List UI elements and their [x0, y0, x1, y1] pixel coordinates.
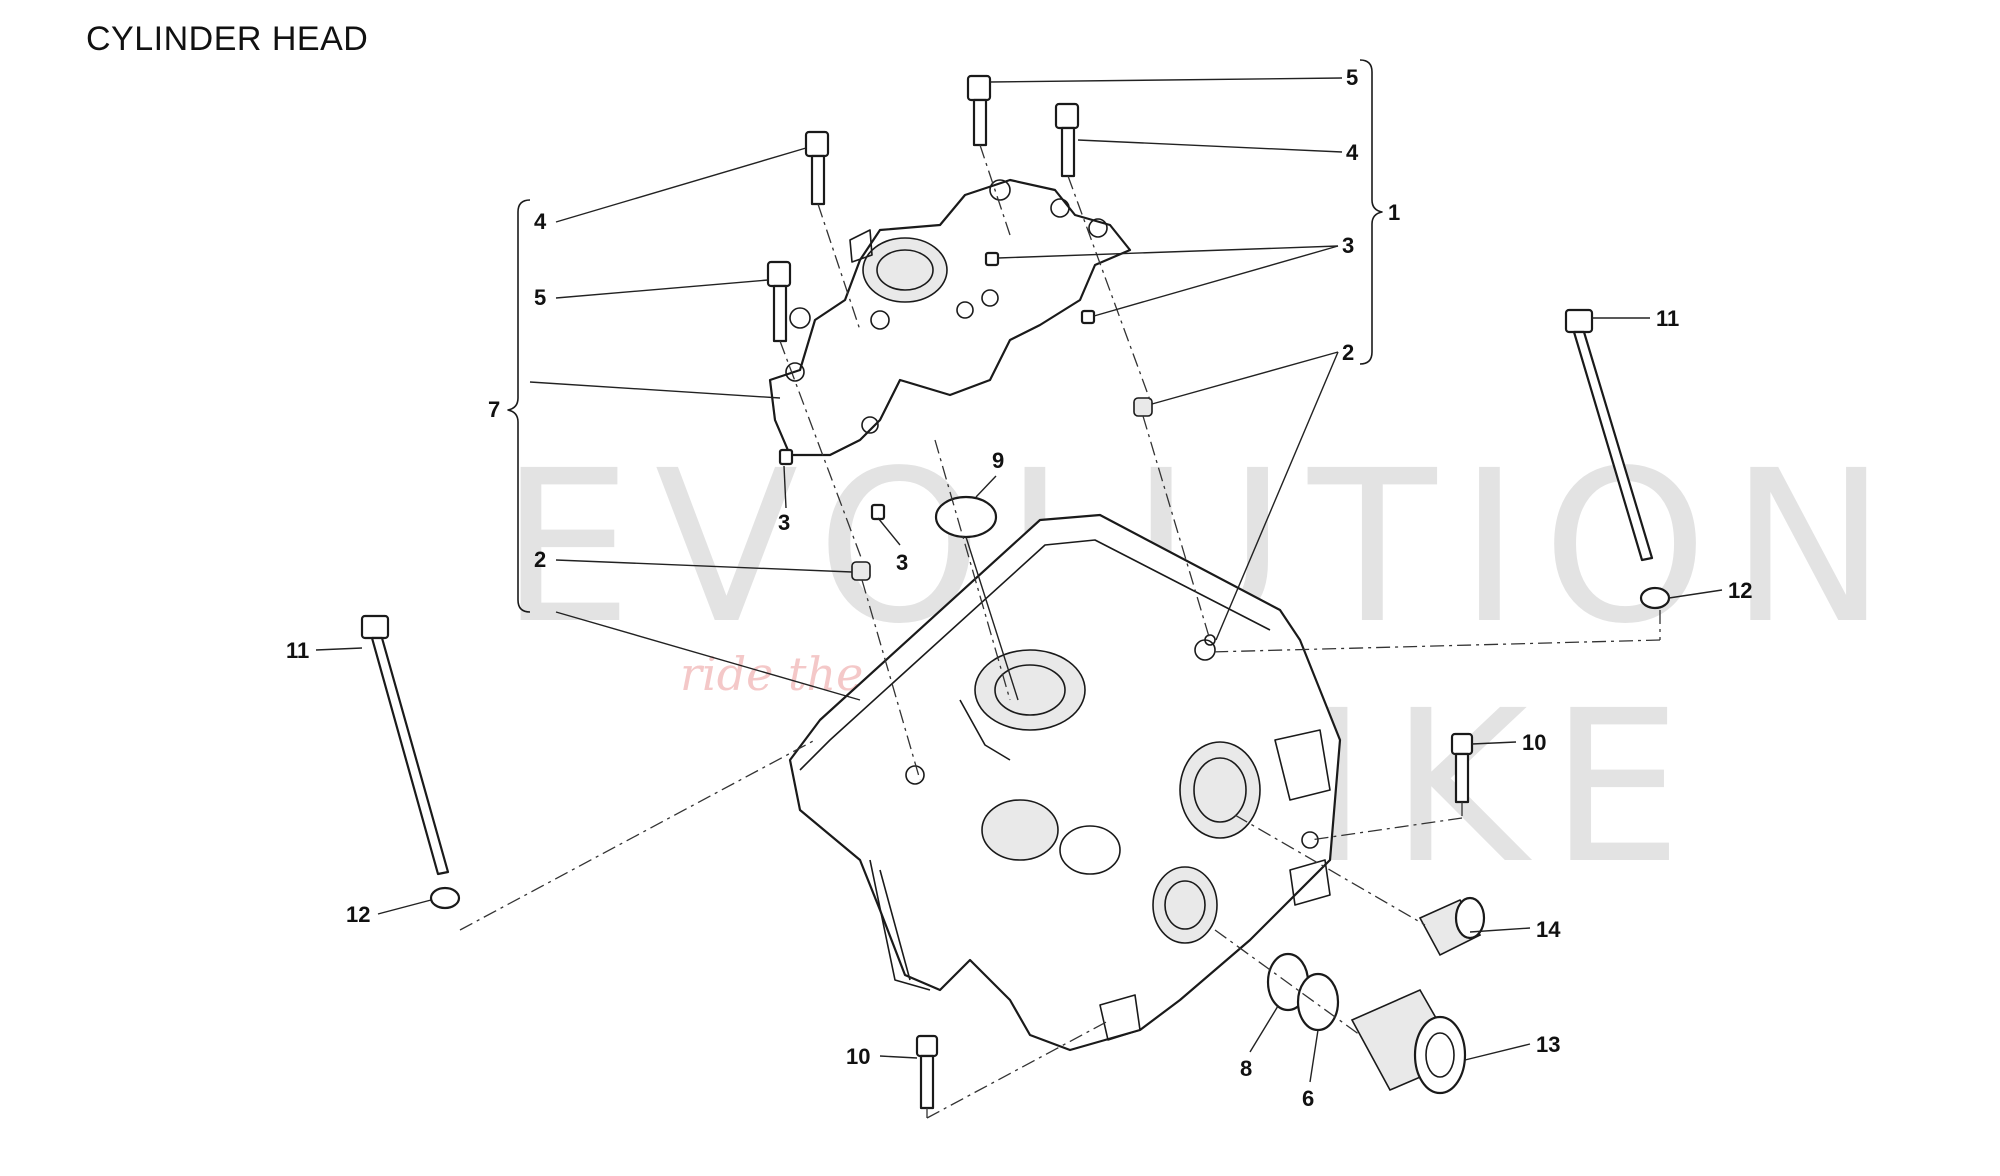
- stud-11-left: [360, 614, 450, 876]
- cam-bore-right: [1179, 741, 1261, 839]
- callout-12-left: 12: [346, 902, 370, 927]
- callout-12-right: 12: [1728, 578, 1752, 603]
- diagram-title: CYLINDER HEAD: [86, 20, 369, 58]
- callout-3-top-right: 3: [1342, 233, 1354, 258]
- callout-labels: 5 4 1 3 2 4 5 7 3 3 2 9 11 12 11 12 10 1…: [286, 65, 1752, 1111]
- leader-lines: [315, 77, 1723, 1083]
- cam-bore-lower: [1152, 866, 1218, 944]
- jet-3-c: [984, 251, 1000, 267]
- callout-9: 9: [992, 448, 1004, 473]
- callout-7: 7: [488, 397, 500, 422]
- o-ring-9: [934, 495, 998, 539]
- callout-10-right: 10: [1522, 730, 1546, 755]
- callout-4-left: 4: [534, 209, 547, 234]
- callout-11-left: 11: [286, 638, 309, 663]
- callout-3-left-b: 3: [896, 550, 908, 575]
- cylinder-head-body: [788, 513, 1342, 1052]
- callout-6: 6: [1302, 1086, 1314, 1111]
- callout-14: 14: [1536, 917, 1561, 942]
- intake-port: [974, 649, 1086, 731]
- jet-3-a: [778, 448, 794, 466]
- bolt-5-left: [766, 260, 792, 343]
- camshaft-carrier: [768, 178, 1132, 457]
- callout-2-left: 2: [534, 547, 546, 572]
- jet-3-d: [1080, 309, 1096, 325]
- callout-13: 13: [1536, 1032, 1560, 1057]
- callout-5-left: 5: [534, 285, 546, 310]
- callout-11-right: 11: [1656, 306, 1679, 331]
- callout-8: 8: [1240, 1056, 1252, 1081]
- ring-6: [1296, 972, 1340, 1032]
- callout-5-top: 5: [1346, 65, 1358, 90]
- bracket-right-group-1: [1359, 59, 1383, 365]
- washer-12-left: [429, 886, 461, 910]
- washer-12-right: [1639, 586, 1671, 610]
- cam-bore-left: [981, 799, 1059, 861]
- callout-1: 1: [1388, 200, 1400, 225]
- bolt-top-4-left: [804, 130, 830, 206]
- callout-3-left-a: 3: [778, 510, 790, 535]
- carrier-bearing-bore: [862, 237, 948, 303]
- assembly-lines: [459, 144, 1661, 1119]
- bracket-left-group-7: [507, 199, 531, 613]
- callout-2-right: 2: [1342, 340, 1354, 365]
- callout-4-top-right: 4: [1346, 140, 1359, 165]
- jet-3-b: [870, 503, 886, 521]
- bolt-10-right: [1450, 732, 1474, 804]
- bolt-top-5: [966, 74, 992, 147]
- dowel-2-right: [1133, 397, 1153, 417]
- bushing-14: [1418, 896, 1486, 957]
- stud-11-right: [1564, 308, 1654, 562]
- dowel-2-left: [851, 561, 871, 581]
- plug-13: [1350, 988, 1467, 1095]
- bolt-top-4-right: [1054, 102, 1080, 178]
- callout-10-lower: 10: [846, 1044, 870, 1069]
- bolt-10-lower: [915, 1034, 939, 1110]
